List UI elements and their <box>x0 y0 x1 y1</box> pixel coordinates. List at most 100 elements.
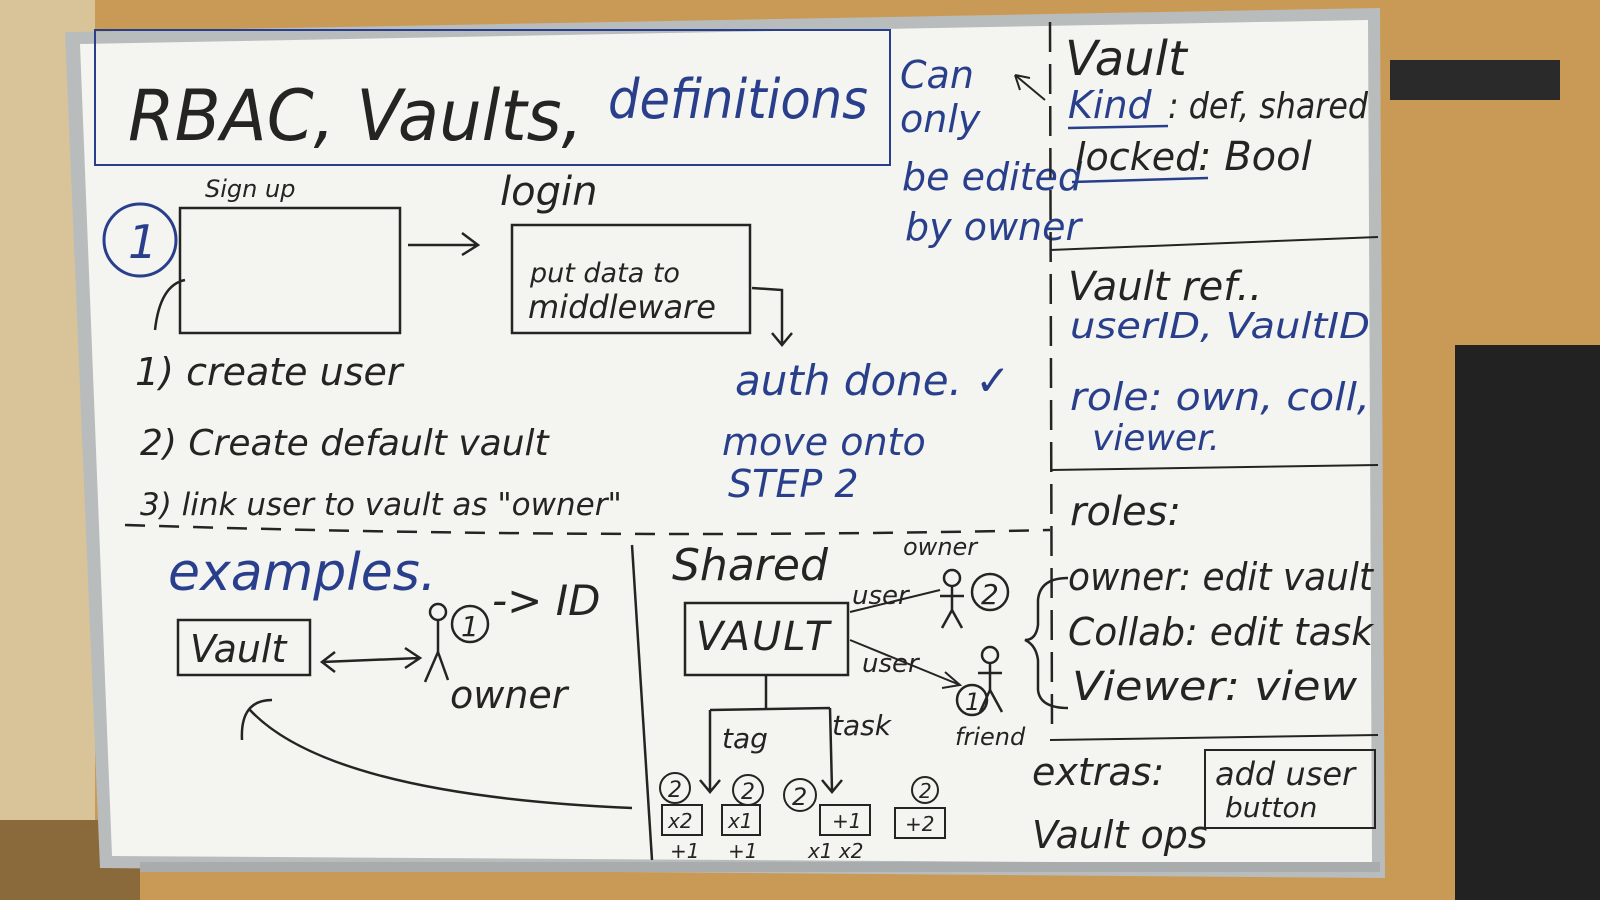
middleware-text-1: put data to <box>529 258 680 289</box>
vault-ref-ids: userID, VaultID <box>1070 306 1370 347</box>
tag-box-1-under: +1 <box>670 839 699 863</box>
vault-ref-roles-2: viewer. <box>1092 418 1220 459</box>
vault-locked-label: locked <box>1075 135 1200 179</box>
shared-user-mid: user <box>862 649 921 679</box>
examples-vault-box <box>176 618 312 677</box>
step-2-text: 2) Create default vault <box>140 423 551 464</box>
tag-box-1-num: 2 <box>668 778 682 803</box>
owner-note-line-3: be edited <box>902 155 1083 199</box>
signup-label: Sign up <box>205 175 295 203</box>
tag-box-1 <box>661 804 703 836</box>
signup-box <box>178 206 402 335</box>
examples-id-circle <box>450 604 490 644</box>
speaker-box <box>1455 345 1600 900</box>
shared-title: Shared <box>672 540 829 591</box>
step-1-text: 1) create user <box>135 350 405 394</box>
shared-vault-text: VAULT <box>696 614 833 660</box>
add-user-text-1: add user <box>1215 755 1357 793</box>
shared-user-top-line <box>849 589 941 613</box>
tag-box-1-text: x2 <box>667 809 693 833</box>
login-label: login <box>500 169 597 215</box>
examples-vault-text: Vault <box>190 627 288 671</box>
shared-owner-num: 2 <box>981 578 999 611</box>
title-box <box>94 29 891 166</box>
shared-user-top: user <box>852 581 911 611</box>
shared-friend-circle <box>955 683 989 717</box>
marker-tray <box>140 862 1380 872</box>
vault-locked-value: : Bool <box>1198 134 1312 180</box>
owner-note-line-1: Can <box>900 53 974 97</box>
signup-to-login-arrow <box>408 232 481 257</box>
vault-owner-arrow <box>319 646 423 673</box>
tag-box-2-under: +1 <box>728 839 757 863</box>
owner-note-arrow <box>1014 74 1046 101</box>
vault-kind-value: : def, shared <box>1168 86 1369 127</box>
tag-box-2-num: 2 <box>741 780 755 805</box>
examples-id-label: -> ID <box>492 576 600 625</box>
owner-note-line-4: by owner <box>905 205 1083 249</box>
task-box-2 <box>894 807 946 839</box>
wall-mount-bracket <box>1390 60 1560 100</box>
owner-note-line-2: only <box>900 97 981 141</box>
roles-brace <box>1024 576 1069 710</box>
role-viewer: Viewer: view <box>1072 664 1357 710</box>
vault-def-divider <box>1049 236 1379 251</box>
vault-ops-text: Vault ops <box>1032 813 1208 857</box>
shared-friend-label: friend <box>955 723 1026 751</box>
shared-tag-label: tag <box>722 722 768 755</box>
step-two-text: STEP 2 <box>728 462 859 506</box>
task-box-1-num: 2 <box>792 783 807 811</box>
tag-box-1-circle <box>659 772 691 804</box>
examples-shared-divider <box>630 544 654 861</box>
add-user-box <box>1204 749 1376 829</box>
title-text-black: RBAC, Vaults, <box>128 75 583 157</box>
shared-task-label: task <box>832 709 893 742</box>
roles-divider <box>1049 734 1379 741</box>
task-box-2-circle <box>911 776 939 804</box>
shared-owner-figure <box>940 568 964 629</box>
middleware-to-auth-arrow <box>751 286 793 347</box>
add-user-text-2: button <box>1225 791 1317 824</box>
title-text-blue: definitions <box>608 68 868 131</box>
role-collab: Collab: edit task <box>1068 610 1375 654</box>
auth-done-text: auth done. ✓ <box>735 356 1011 405</box>
owner-stick-figure <box>423 602 450 683</box>
vault-ref-title: Vault ref.. <box>1068 264 1262 310</box>
step-one-circle <box>102 202 178 278</box>
shared-owner-label: owner <box>903 533 979 561</box>
extras-label: extras: <box>1032 750 1164 794</box>
role-owner: owner: edit vault <box>1068 555 1375 599</box>
signup-curve <box>153 278 186 331</box>
vault-kind-label: Kind <box>1068 83 1153 127</box>
task-box-2-text: +2 <box>905 812 934 836</box>
task-box-2-num: 2 <box>919 779 932 803</box>
vault-ref-roles-1: role: own, coll, <box>1070 375 1370 419</box>
vault-def-title: Vault <box>1065 31 1189 87</box>
step-3-text: 3) link user to vault as "owner" <box>140 487 622 523</box>
examples-owner-label: owner <box>450 673 570 717</box>
roles-title: roles: <box>1070 489 1181 535</box>
shared-tree <box>699 675 843 794</box>
step-one-number: 1 <box>128 215 157 269</box>
middleware-text-2: middleware <box>528 288 716 326</box>
examples-id-circle-number: 1 <box>461 610 479 643</box>
right-column-divider <box>1048 21 1054 731</box>
shared-owner-circle <box>970 572 1010 612</box>
section-divider-dashed <box>124 523 1051 536</box>
shared-user-mid-arrow <box>849 639 963 689</box>
tag-box-2-text: x1 <box>727 809 753 833</box>
tag-box-2 <box>721 804 761 836</box>
vault-ref-divider <box>1049 464 1379 471</box>
whiteboard-surface <box>80 20 1372 864</box>
examples-title: examples. <box>168 543 436 603</box>
task-box-1-circle <box>783 778 817 812</box>
task-box-1 <box>819 804 871 836</box>
locked-underline <box>1071 176 1209 184</box>
kind-underline <box>1067 124 1169 130</box>
shared-friend-figure <box>978 645 1004 713</box>
examples-loop-curve <box>240 698 633 810</box>
task-box-1-text: +1 <box>832 809 861 833</box>
middleware-box <box>510 223 752 335</box>
task-box-1-under: x1 x2 <box>807 839 863 863</box>
